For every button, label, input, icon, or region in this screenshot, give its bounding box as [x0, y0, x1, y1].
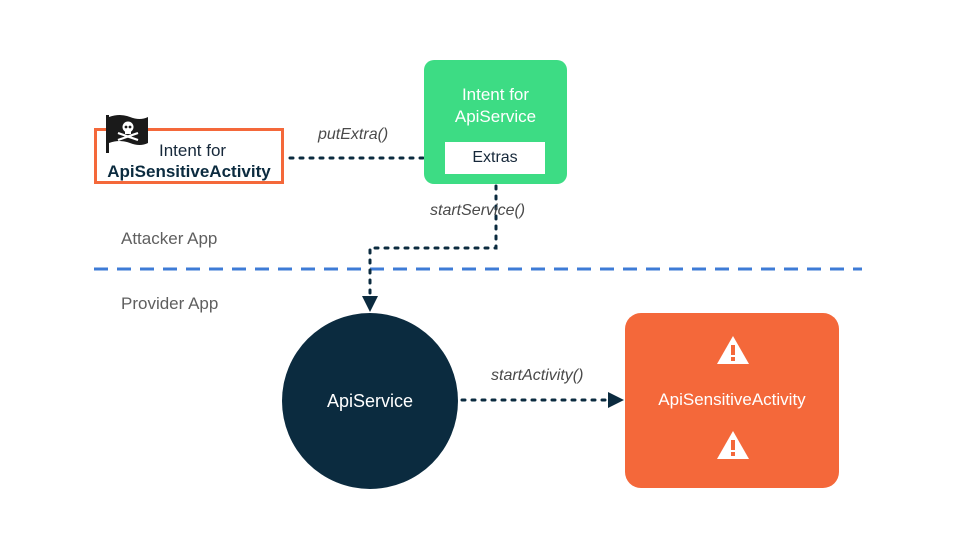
attacker-app-label: Attacker App — [121, 229, 218, 248]
pirate-flag-icon — [106, 115, 148, 153]
warning-icon — [717, 336, 749, 364]
start-activity-label: startActivity() — [491, 367, 584, 384]
provider-app-label: Provider App — [121, 294, 219, 313]
put-extra-label: putExtra() — [318, 126, 389, 143]
attacker-intent-box: Intent for ApiSensitiveActivity — [94, 128, 284, 184]
start-service-arrow-line — [368, 184, 498, 300]
attacker-intent-line1: Intent for — [159, 141, 227, 160]
api-sensitive-activity-node: ApiSensitiveActivity — [625, 313, 839, 488]
service-intent-title-line1: Intent for — [461, 85, 530, 104]
service-intent-title: Intent for ApiService — [424, 84, 567, 128]
attacker-intent-line2: ApiSensitiveActivity — [107, 162, 271, 181]
start-service-arrowhead — [362, 296, 378, 312]
start-service-label: startService() — [430, 202, 526, 219]
api-service-node: ApiService — [282, 313, 458, 489]
warning-icon — [717, 431, 749, 459]
service-intent-box: Intent for ApiService Extras — [424, 60, 567, 184]
start-activity-arrowhead — [608, 392, 624, 408]
extras-box: Extras — [445, 142, 545, 174]
service-intent-title-line2: ApiService — [454, 107, 537, 126]
api-sensitive-activity-label: ApiSensitiveActivity — [658, 390, 806, 409]
